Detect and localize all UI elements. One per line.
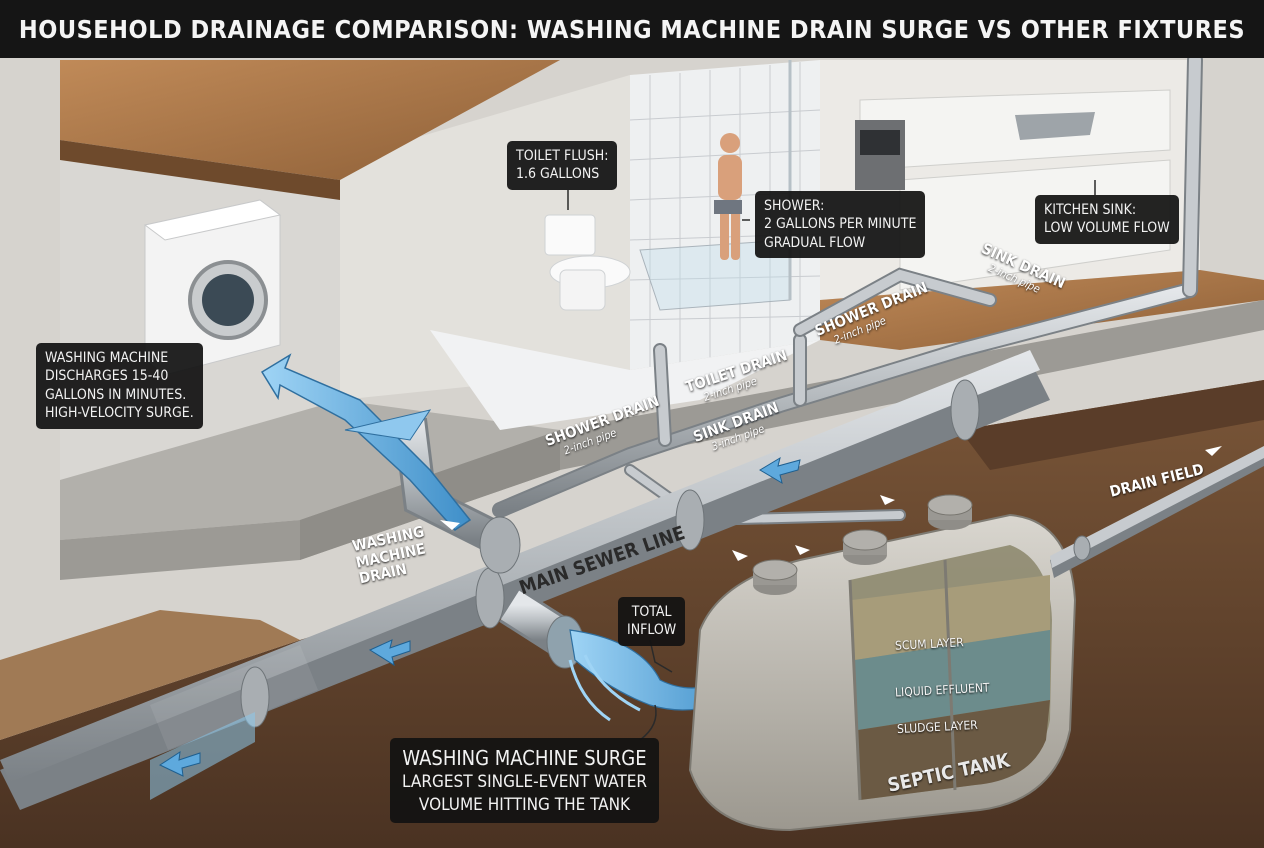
callout-line: INFLOW <box>627 622 677 639</box>
septic-tank-body <box>688 494 1077 832</box>
kitchen-cabinets <box>855 89 1171 291</box>
callout-line: GRADUAL FLOW <box>764 234 866 251</box>
callout-line: DISCHARGES 15-40 <box>45 368 169 385</box>
flow-arrows <box>158 456 801 777</box>
drain-field-pipe <box>1050 446 1264 578</box>
callout-heading: WASHING MACHINE SURGE <box>402 746 647 770</box>
callout-line: WASHING MACHINE <box>45 350 169 366</box>
upper-floor-deck <box>60 60 560 180</box>
callout-line: TOTAL <box>631 604 672 620</box>
callout-line: 2 GALLONS PER MINUTE <box>764 216 917 233</box>
callout-line: VOLUME HITTING THE TANK <box>418 794 631 815</box>
laundry-floor <box>60 400 560 540</box>
callout-total-inflow: TOTAL INFLOW <box>618 597 686 646</box>
leader-lines <box>567 180 1096 741</box>
arrow-main-upper <box>759 456 801 485</box>
arrow-main-mid <box>368 639 411 667</box>
white-arrows <box>440 446 1222 561</box>
shower-person <box>714 133 742 260</box>
page-title: HOUSEHOLD DRAINAGE COMPARISON: WASHING M… <box>0 0 1264 58</box>
callout-line: LARGEST SINGLE-EVENT WATER <box>402 772 647 793</box>
callout-washing-machine-surge: WASHING MACHINE SURGE LARGEST SINGLE-EVE… <box>390 738 659 824</box>
kitchen-floor <box>820 270 1264 350</box>
washing-machine <box>143 199 282 376</box>
callout-shower: SHOWER: 2 GALLONS PER MINUTE GRADUAL FLO… <box>755 191 926 259</box>
toilet <box>544 214 631 311</box>
callout-line: HIGH-VELOCITY SURGE. <box>45 405 194 422</box>
callout-line: LOW VOLUME FLOW <box>1044 220 1170 237</box>
callout-line: TOILET FLUSH: <box>516 148 609 164</box>
callout-line: SHOWER: <box>764 198 825 214</box>
callout-line: KITCHEN SINK: <box>1044 202 1137 218</box>
callout-kitchen-sink: KITCHEN SINK: LOW VOLUME FLOW <box>1035 195 1179 244</box>
callout-washing-machine: WASHING MACHINE DISCHARGES 15-40 GALLONS… <box>36 343 203 429</box>
arrow-main-low <box>158 750 201 777</box>
washing-machine-drain-pipe <box>393 417 521 574</box>
callout-line: 1.6 GALLONS <box>516 166 600 183</box>
washer-surge-water <box>260 353 472 531</box>
callout-toilet-flush: TOILET FLUSH: 1.6 GALLONS <box>507 141 618 190</box>
callout-line: GALLONS IN MINUTES. <box>45 386 187 403</box>
bathroom-floor <box>430 330 820 430</box>
